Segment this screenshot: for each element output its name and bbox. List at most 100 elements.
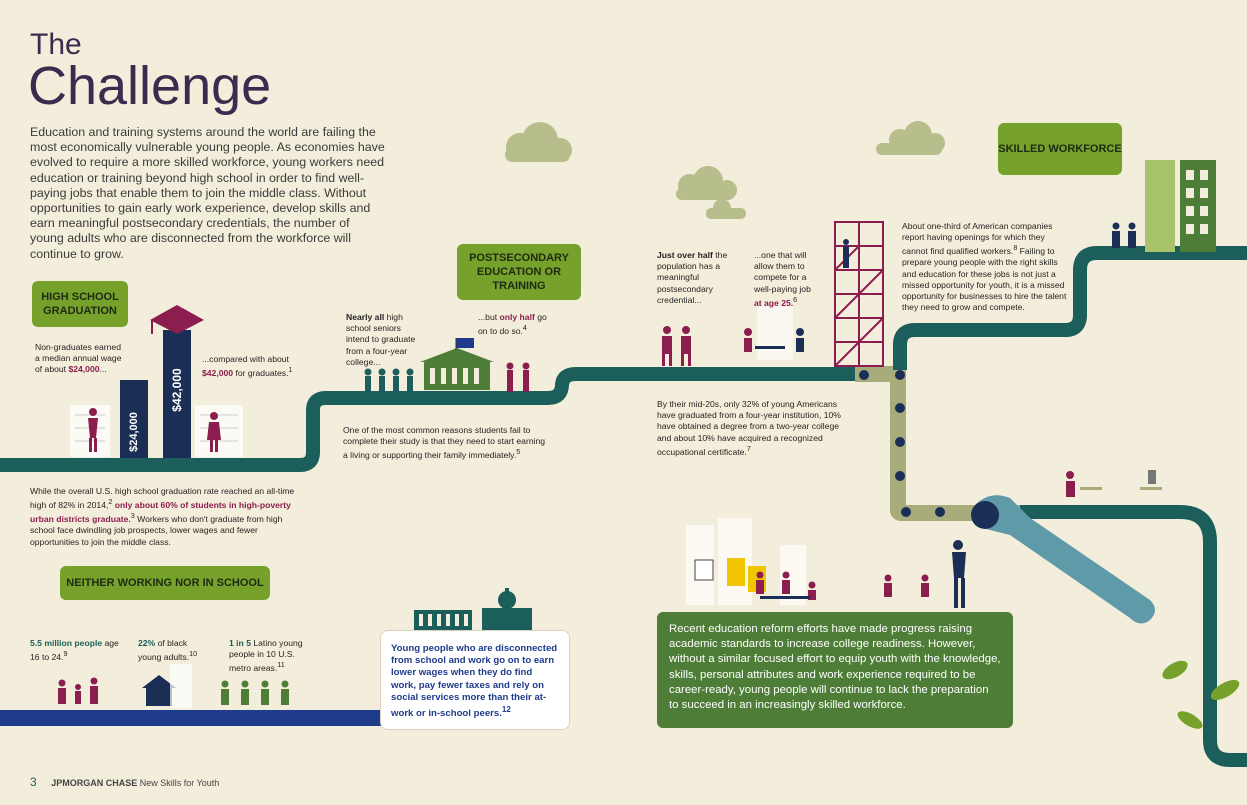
worker-icon [843, 239, 849, 268]
text: Failing to prepare young people with the… [902, 246, 1067, 313]
footnote: 7 [746, 444, 751, 453]
grad-rate-text: While the overall U.S. high school gradu… [30, 486, 302, 548]
text: Latino young people in 10 U.S. metro are… [229, 638, 303, 674]
people-row-icon [221, 680, 289, 705]
stat-1-in-5: 1 in 5 Latino young people in 10 U.S. me… [229, 638, 305, 674]
text: While the overall U.S. high school gradu… [30, 486, 295, 511]
graduation-cap-icon [150, 305, 204, 334]
career-path [0, 367, 862, 472]
graduates-walking-icon [662, 326, 691, 366]
value: 1 in 5 [229, 638, 251, 648]
nearly-all-text: Nearly all high school seniors intend to… [346, 312, 426, 368]
bar-label-high: $42,000 [170, 368, 184, 412]
grad-wage-text: ...compared with about $42,000 for gradu… [202, 354, 293, 379]
worker-holding-wrench-icon [952, 540, 966, 608]
path-bolts [859, 370, 945, 517]
value: $42,000 [202, 368, 234, 379]
cloud-icon [505, 122, 572, 162]
bubble-neither: NEITHER WORKING NOR IN SCHOOL [60, 566, 270, 600]
bold: Nearly all [346, 312, 385, 322]
title-line-1: The [30, 28, 82, 61]
students-group-icon [364, 368, 414, 392]
bubble-postsecondary: POSTSECONDARY EDUCATION OR TRAINING [457, 244, 581, 300]
plant-icon [1162, 660, 1240, 729]
job-at-25-text: ...one that will allow them to compete f… [754, 250, 816, 309]
footnote: 5 [516, 448, 521, 457]
footer: 3 JPMORGAN CHASE New Skills for Youth [30, 775, 219, 789]
bottom-path [0, 710, 385, 726]
text: go on to do so. [478, 312, 547, 337]
footnote: 10 [189, 650, 198, 659]
footnote: 6 [793, 295, 798, 304]
value: 5.5 million people [30, 638, 103, 648]
value: only half [499, 312, 535, 322]
brand: JPMORGAN CHASE [51, 778, 138, 788]
reform-callout: Recent education reform efforts have mad… [657, 612, 1013, 728]
footnote: 8 [1013, 244, 1018, 253]
skyscraper-icon [1145, 160, 1216, 252]
footnote: 9 [63, 650, 68, 659]
stat-5-5-million: 5.5 million people age 16 to 24.9 [30, 638, 120, 663]
scaffold [834, 221, 884, 367]
cloud-icon [676, 166, 746, 219]
text: the population has a meaningful postseco… [657, 250, 728, 305]
only-half-text: ...but only half go on to do so.4 [478, 312, 550, 337]
cloud-icon [876, 121, 945, 155]
text: Workers who don't graduate from high sch… [30, 514, 283, 547]
text: One of the most common reasons students … [343, 425, 546, 461]
bubble-label: NEITHER WORKING NOR IN SCHOOL [66, 577, 264, 589]
footnote: 3 [130, 512, 135, 521]
desk-worker-icon [1066, 471, 1075, 497]
highlight: only about 60% of students in high-pover… [30, 500, 291, 525]
schoolhouse-icon [142, 675, 176, 706]
bubble-skilled-workforce: SKILLED WORKFORCE [998, 123, 1122, 175]
wrench-icon [971, 495, 1155, 624]
text: age 16 to 24. [30, 638, 119, 663]
page-number: 3 [30, 775, 37, 789]
text: By their mid-20s, only 32% of young Amer… [657, 399, 841, 457]
government-building-icon [414, 610, 472, 630]
stat-22-percent: 22% of black young adults.10 [138, 638, 206, 663]
footnote: 11 [277, 661, 285, 670]
person-icon [88, 408, 98, 452]
footnote: 12 [501, 705, 511, 715]
page-title: Challenge [28, 56, 272, 116]
bar-24000 [120, 380, 148, 458]
mid-20s-text: By their mid-20s, only 32% of young Amer… [657, 399, 845, 458]
capitol-building-icon [482, 588, 532, 630]
olive-path [855, 366, 1020, 521]
right-path [1020, 505, 1247, 767]
bar-label-low: $24,000 [128, 412, 140, 452]
footnote: 2 [108, 498, 113, 507]
text: ...one that will allow them to compete f… [754, 250, 811, 294]
text: ... [99, 364, 107, 375]
meeting-people-icon [756, 571, 816, 600]
intro-text: Education and training systems around th… [30, 125, 385, 261]
text: Young people who are disconnected from s… [391, 643, 558, 720]
text: of black young adults. [138, 638, 190, 663]
just-over-half-text: Just over half the population has a mean… [657, 250, 729, 306]
bold: Just over half [657, 250, 713, 260]
text: ...but [478, 312, 500, 322]
text: ...compared with about [202, 354, 289, 364]
college-building-icon [420, 338, 494, 390]
value: 22% [138, 638, 156, 648]
text: About one-third of American companies re… [902, 221, 1053, 257]
seated-people-icon [884, 574, 929, 597]
footnote: 4 [522, 324, 527, 333]
people-at-table-icon [744, 328, 785, 352]
text: for graduates. [233, 368, 289, 379]
bubble-label: SKILLED WORKFORCE [998, 143, 1122, 155]
person-icon [207, 412, 221, 452]
text: Non-graduates earned a median annual wag… [35, 342, 122, 375]
bubble-label: POSTSECONDARY EDUCATION OR TRAINING [469, 252, 569, 292]
people-group-icon [58, 677, 98, 704]
reasons-text: One of the most common reasons students … [343, 425, 551, 461]
bar-42000 [163, 330, 191, 458]
non-grad-wage-text: Non-graduates earned a median annual wag… [35, 342, 123, 376]
program-name: New Skills for Youth [139, 778, 220, 788]
disconnected-note: Young people who are disconnected from s… [380, 630, 570, 730]
workers-icon [1112, 222, 1136, 248]
skilled-workforce-text: About one-third of American companies re… [902, 221, 1070, 313]
